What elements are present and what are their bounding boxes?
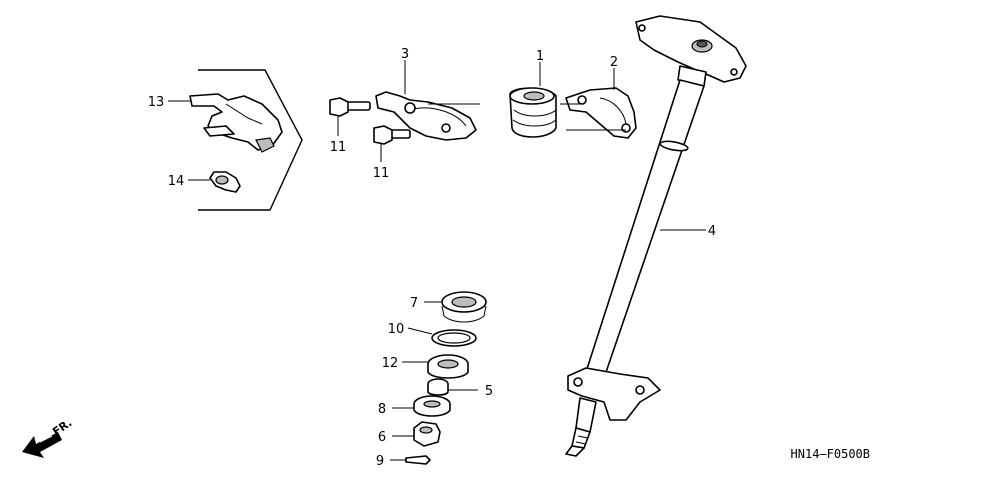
part-group-frame <box>198 69 303 211</box>
part-9-cotter-pin <box>405 455 431 465</box>
callout-3: 3 <box>401 47 409 62</box>
callout-11-lower: 11 <box>373 166 390 181</box>
part-2-bushing-holder <box>565 87 637 139</box>
part-5-collar <box>427 378 449 396</box>
callout-2: 2 <box>610 55 618 70</box>
part-6-nut <box>413 421 441 447</box>
callout-5: 5 <box>485 384 493 399</box>
callout-9: 9 <box>376 454 384 469</box>
part-11-bolt-lower <box>373 125 411 145</box>
front-direction-arrow-icon <box>22 432 62 458</box>
callout-12: 12 <box>382 356 399 371</box>
part-14-clip <box>209 171 241 193</box>
diagram-code: HN14—F0500B <box>791 447 870 461</box>
callout-1: 1 <box>536 49 544 64</box>
part-11-bolt-upper <box>329 97 371 117</box>
callout-10: 10 <box>388 322 405 337</box>
callout-6: 6 <box>378 430 386 445</box>
callout-14: 14 <box>168 174 185 189</box>
callout-13: 13 <box>148 95 165 110</box>
part-1-bushing <box>509 87 557 138</box>
part-7-oil-seal <box>441 291 487 323</box>
callout-7: 7 <box>410 296 418 311</box>
part-13-bracket <box>189 93 283 153</box>
callout-11-upper: 11 <box>330 140 347 155</box>
callout-8: 8 <box>378 402 386 417</box>
part-8-oil-seal <box>413 395 451 417</box>
callout-4: 4 <box>708 224 716 239</box>
part-10-circlip <box>431 329 477 347</box>
part-4-steering-shaft <box>565 15 747 457</box>
part-3-shaft-holder <box>375 91 477 141</box>
part-12-bearing <box>427 354 469 379</box>
